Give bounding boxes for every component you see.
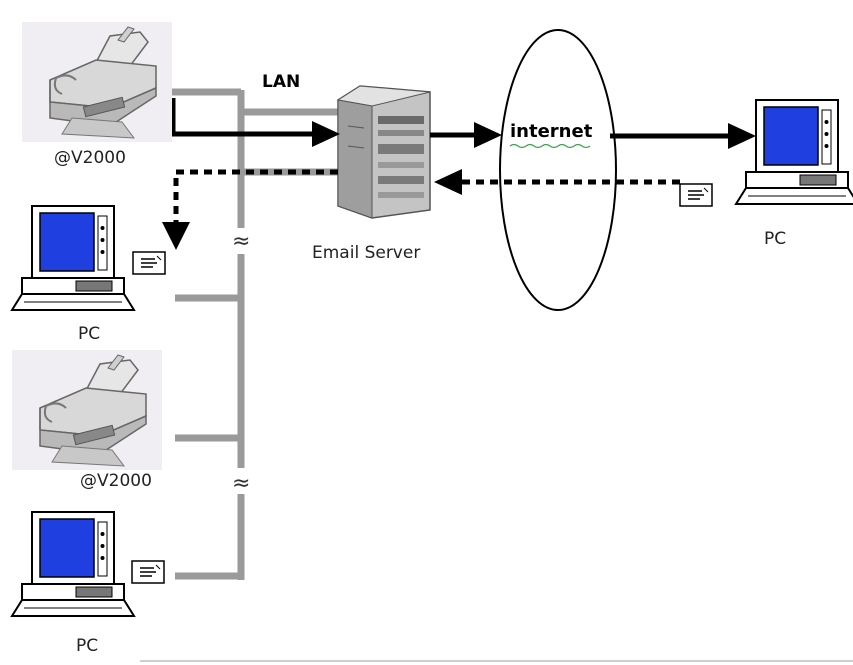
- envelope-icon: [679, 183, 713, 207]
- pc-icon: [11, 205, 135, 311]
- pc-label-top-left: PC: [78, 324, 100, 344]
- approx-break-top: ≈: [232, 229, 250, 254]
- lan-backbone: [172, 88, 340, 580]
- pc-icon: [735, 99, 853, 205]
- pc-label-bottom-left: PC: [76, 636, 98, 656]
- scanner-label-bottom: @V2000: [80, 471, 152, 491]
- pc-icon: [11, 511, 135, 617]
- send-arrows: [170, 98, 730, 139]
- scanner-icon: [11, 349, 163, 471]
- envelope-icon: [132, 251, 166, 275]
- scanner-icon: [21, 21, 173, 143]
- scanner-label-top: @V2000: [54, 148, 126, 168]
- internet-label: internet: [510, 121, 593, 142]
- internet-cloud: [499, 29, 617, 311]
- return-arrows: [173, 169, 680, 222]
- server-icon: [336, 85, 431, 219]
- envelope-icon: [131, 560, 165, 584]
- lan-label: LAN: [262, 72, 300, 92]
- email-server-label: Email Server: [312, 243, 420, 263]
- pc-label-right: PC: [764, 229, 786, 249]
- approx-break-bottom: ≈: [232, 471, 250, 496]
